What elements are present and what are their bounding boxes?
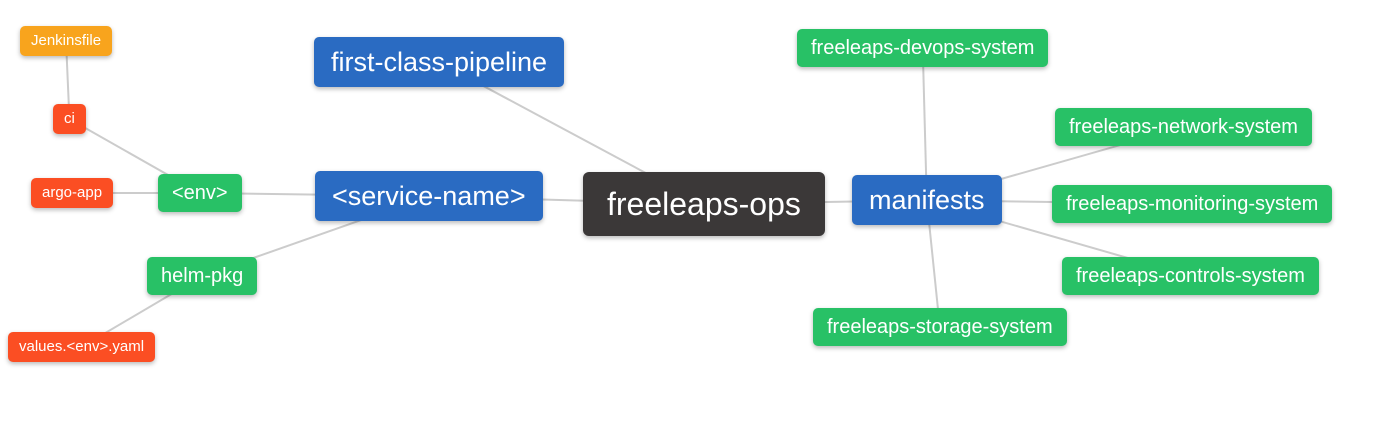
mindmap-node-env[interactable]: <env> [158,174,242,212]
mindmap-node-freeleaps-devops-system[interactable]: freeleaps-devops-system [797,29,1049,67]
edge-manifests--freeleaps-devops-system [921,47,928,201]
mindmap-node-values-env-yaml[interactable]: values.<env>.yaml [8,332,156,362]
mindmap-node-freeleaps-controls-system[interactable]: freeleaps-controls-system [1062,257,1319,295]
mindmap-node-freeleaps-network-system[interactable]: freeleaps-network-system [1055,108,1312,146]
mindmap-node-first-class-pipeline[interactable]: first-class-pipeline [314,37,565,88]
mindmap-node-freeleaps-ops[interactable]: freeleaps-ops [583,172,825,237]
mindmap-node-argo-app[interactable]: argo-app [31,178,114,208]
mindmap-node-ci[interactable]: ci [53,104,86,134]
mindmap-node-jenkinsfile[interactable]: Jenkinsfile [20,26,113,56]
mindmap-node-service-name[interactable]: <service-name> [315,171,543,222]
mindmap-node-freeleaps-monitoring-system[interactable]: freeleaps-monitoring-system [1052,185,1333,223]
mindmap-node-freeleaps-storage-system[interactable]: freeleaps-storage-system [813,308,1067,346]
mindmap-node-manifests[interactable]: manifests [852,175,1002,226]
mindmap-node-helm-pkg[interactable]: helm-pkg [147,257,258,295]
